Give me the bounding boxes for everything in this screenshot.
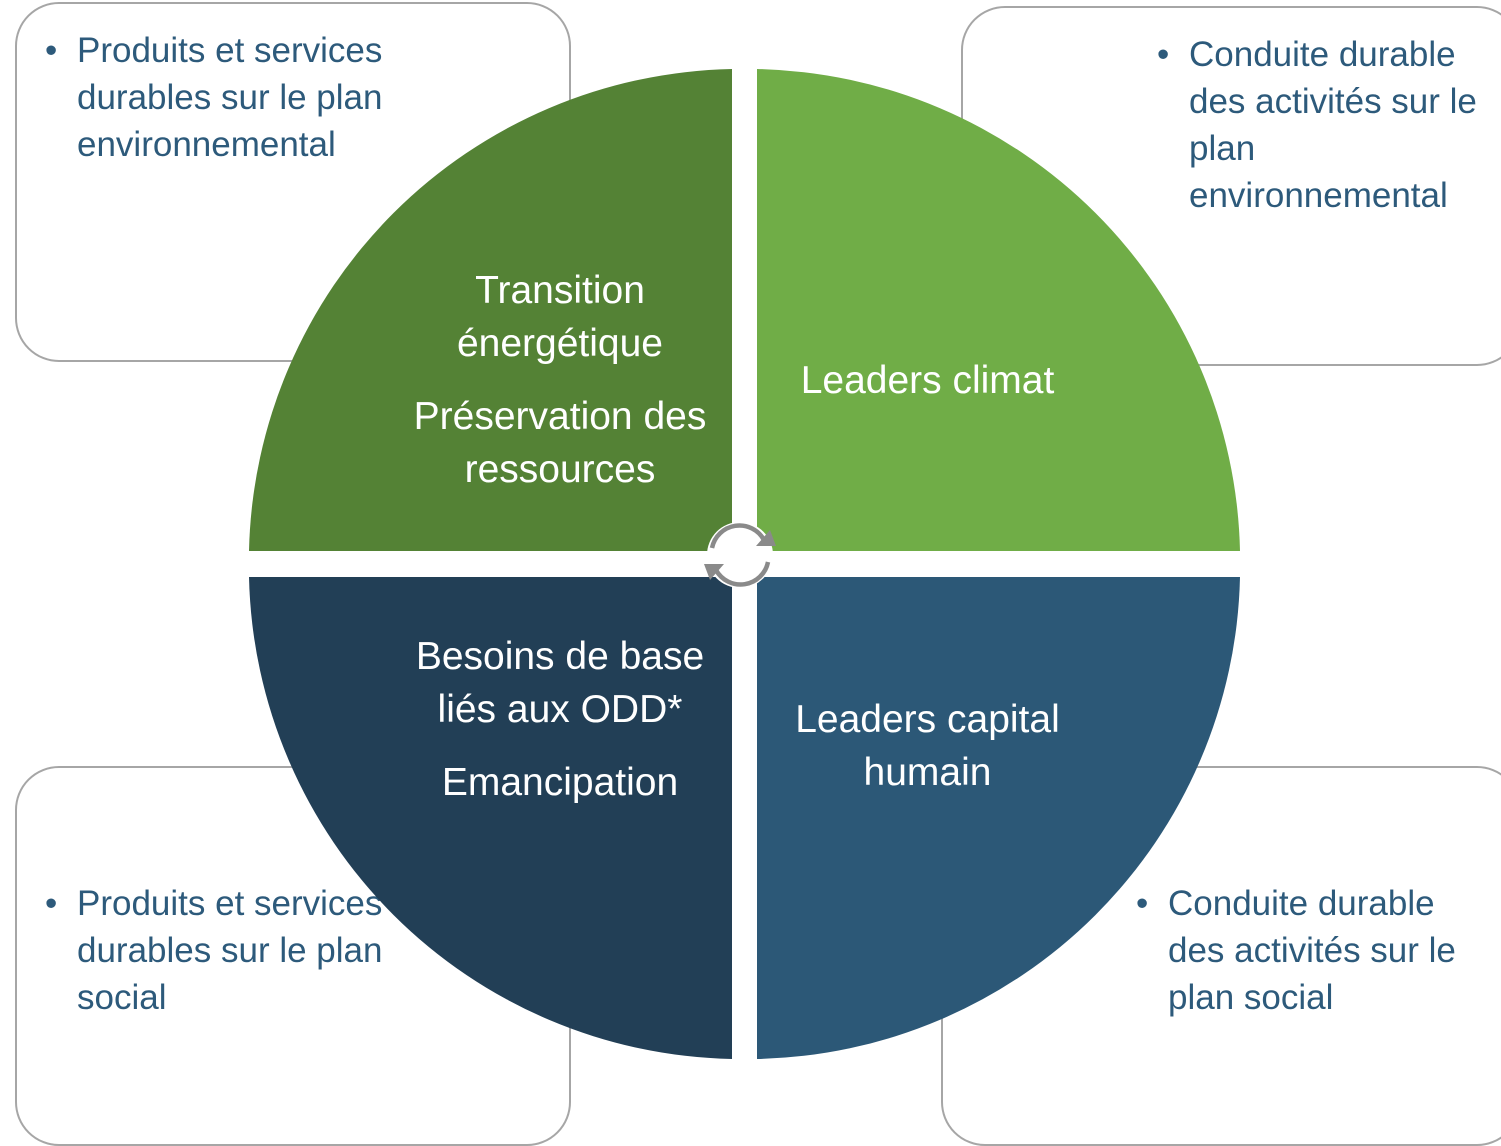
corner-item-top-right: Conduite durable des activités sur le pl… <box>1157 31 1497 219</box>
quadrant-top-left-line2: Préservation des ressources <box>413 395 707 491</box>
quadrant-label-top-left: Transition énergétique Préservation des … <box>400 264 720 496</box>
quadrant-label-bottom-left: Besoins de base liés aux ODD* Emancipati… <box>400 630 720 809</box>
corner-list-top-right: Conduite durable des activités sur le pl… <box>1157 31 1497 219</box>
quadrant-bottom-right-line1: Leaders capital humain <box>795 698 1060 794</box>
quadrant-top-left <box>249 69 732 551</box>
quadrant-bottom-left <box>249 577 732 1059</box>
quadrant-bottom-left-line2: Emancipation <box>441 761 679 804</box>
quadrant-top-left-line1: Transition énergétique <box>456 269 663 365</box>
quadrant-top-right <box>757 69 1240 551</box>
corner-item-bottom-left: Produits et services durables sur le pla… <box>45 880 405 1021</box>
quadrant-label-top-right: Leaders climat <box>760 354 1095 407</box>
corner-item-bottom-right: Conduite durable des activités sur le pl… <box>1136 880 1496 1021</box>
quadrant-bottom-right <box>757 577 1240 1059</box>
cycle-arrows-icon <box>704 522 776 588</box>
quadrant-top-right-line1: Leaders climat <box>800 359 1055 402</box>
quadrant-circle <box>249 69 1240 1059</box>
corner-list-bottom-left: Produits et services durables sur le pla… <box>45 880 405 1021</box>
quadrant-bottom-left-line1: Besoins de base liés aux ODD* <box>415 635 705 731</box>
corner-list-top-left: Produits et services durables sur le pla… <box>45 27 405 168</box>
corner-list-bottom-right: Conduite durable des activités sur le pl… <box>1136 880 1496 1021</box>
corner-item-top-left: Produits et services durables sur le pla… <box>45 27 405 168</box>
quadrant-label-bottom-right: Leaders capital humain <box>760 693 1095 799</box>
